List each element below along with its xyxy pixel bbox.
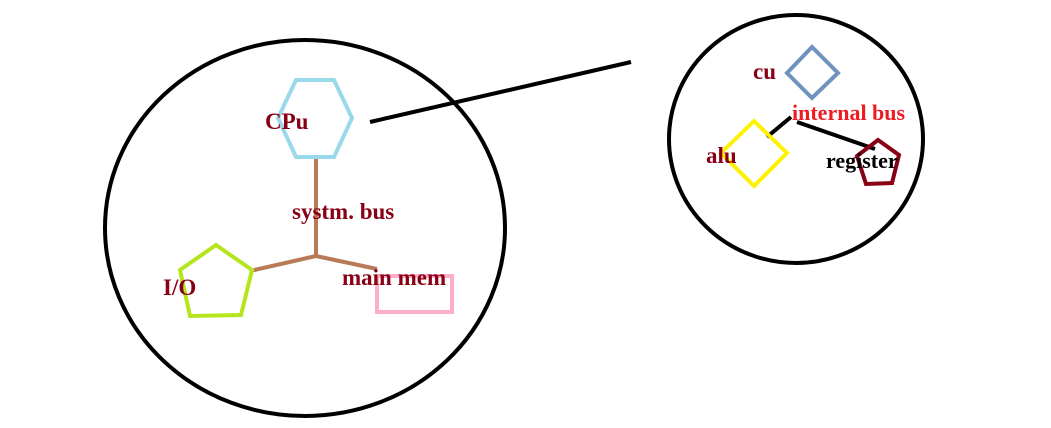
- io-label: I/O: [163, 275, 196, 300]
- main-mem-rect: [375, 274, 454, 314]
- cu-diamond: [784, 44, 841, 101]
- system-bus-label: systm. bus: [292, 199, 394, 224]
- register-pentagon: [854, 137, 902, 187]
- cpu-detail-circle: [667, 13, 925, 265]
- cu-label: cu: [753, 59, 776, 84]
- internal-bus-label: internal bus: [792, 100, 906, 125]
- cpu-hexagon: [275, 78, 355, 159]
- internal-bus-lines: [765, 115, 876, 151]
- io-pentagon: [177, 242, 255, 319]
- register-label: register: [826, 148, 898, 173]
- alu-diamond: [718, 118, 790, 189]
- zoom-connector-line: [369, 60, 632, 124]
- cpu-label: CPu: [265, 109, 309, 134]
- alu-label: alu: [706, 143, 737, 168]
- system-bus-lines: [249, 158, 378, 273]
- system-circle: [103, 38, 507, 418]
- main-mem-label: main mem: [342, 265, 446, 290]
